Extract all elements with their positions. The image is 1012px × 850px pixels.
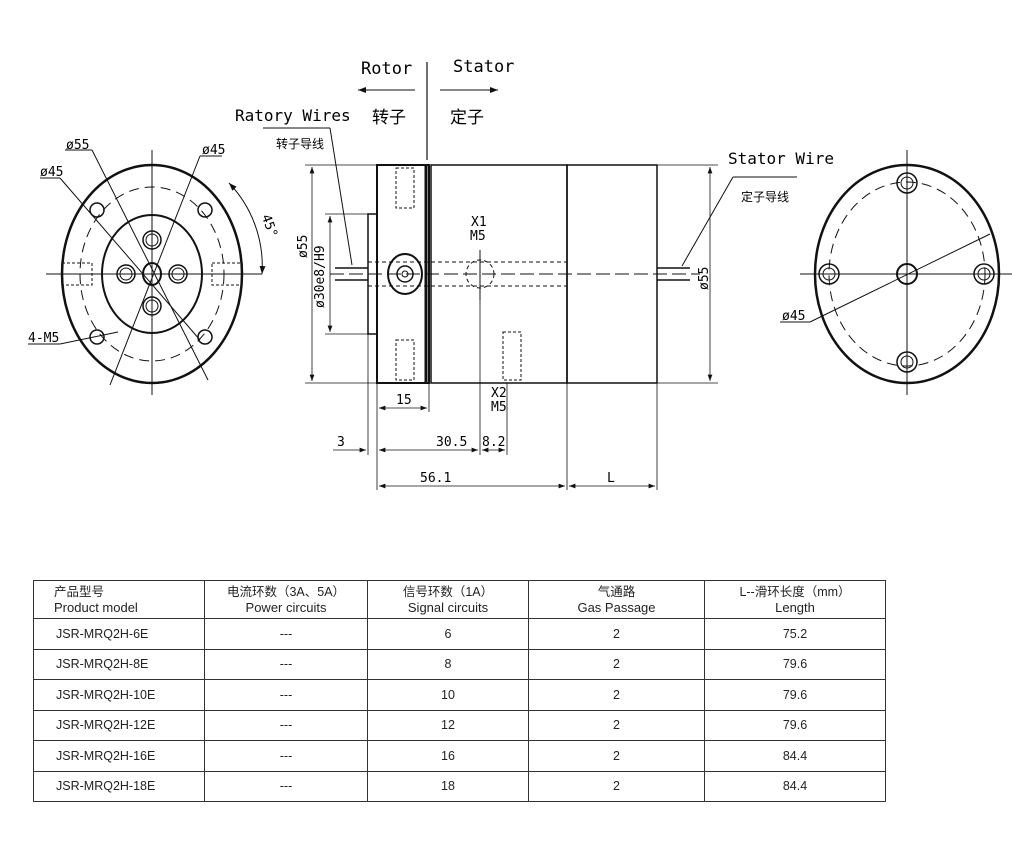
header-signal-circuits: 信号环数（1A） Signal circuits: [367, 580, 529, 619]
rotor-stator-header: Rotor Stator 转子 定子: [358, 57, 514, 160]
side-dia-55-right-label: ø55: [697, 267, 712, 290]
stator-wire-zh-label: 定子导线: [741, 189, 789, 204]
table-header-row: 产品型号 Product model 电流环数（3A、5A） Power cir…: [33, 580, 886, 619]
cell-signal: 6: [367, 618, 529, 650]
x1-thread-label: M5: [470, 229, 486, 244]
dim-30-5-label: 30.5: [436, 435, 467, 450]
cell-length: 79.6: [704, 679, 886, 711]
spec-table: 产品型号 Product model 电流环数（3A、5A） Power cir…: [33, 580, 886, 802]
dim-8-2-label: 8.2: [482, 435, 505, 450]
holes-label: 4-M5: [28, 331, 59, 346]
cell-length: 79.6: [704, 709, 886, 741]
stator-wire-label: Stator Wire: [728, 149, 834, 168]
header-length: L--滑环长度（mm） Length: [704, 580, 886, 619]
cell-signal: 8: [367, 648, 529, 680]
cell-model: JSR-MRQ2H-10E: [33, 679, 205, 711]
cell-model: JSR-MRQ2H-8E: [33, 648, 205, 680]
cell-gas: 2: [528, 740, 705, 772]
table-row: JSR-MRQ2H-10E --- 10 2 79.6: [33, 679, 886, 711]
angle-label: 45°: [258, 213, 280, 240]
rear-view: [780, 150, 1012, 395]
header-power-circuits: 电流环数（3A、5A） Power circuits: [204, 580, 368, 619]
cell-model: JSR-MRQ2H-6E: [33, 618, 205, 650]
cell-gas: 2: [528, 648, 705, 680]
cell-power: ---: [204, 618, 368, 650]
cell-model: JSR-MRQ2H-18E: [33, 770, 205, 802]
cell-gas: 2: [528, 679, 705, 711]
cell-signal: 12: [367, 709, 529, 741]
cell-gas: 2: [528, 618, 705, 650]
side-view: [305, 164, 718, 490]
table-row: JSR-MRQ2H-16E --- 16 2 84.4: [33, 740, 886, 772]
rotor-label: Rotor: [361, 59, 412, 79]
cell-power: ---: [204, 648, 368, 680]
rotor-zh-label: 转子: [372, 108, 406, 128]
table-row: JSR-MRQ2H-6E --- 6 2 75.2: [33, 618, 886, 650]
technical-drawing: Rotor Stator 转子 定子 Ratory Wires 转子导线 Sta…: [28, 57, 1012, 490]
dim-L-label: L: [607, 471, 615, 486]
table-row: JSR-MRQ2H-18E --- 18 2 84.4: [33, 770, 886, 802]
side-dia-55-left-label: ø55: [296, 235, 311, 258]
dim-15-label: 15: [396, 393, 412, 408]
cell-gas: 2: [528, 709, 705, 741]
rotary-wires-label: Ratory Wires: [235, 106, 351, 125]
cell-signal: 16: [367, 740, 529, 772]
cell-power: ---: [204, 770, 368, 802]
cell-power: ---: [204, 740, 368, 772]
front-view: [28, 149, 266, 395]
header-gas-passage: 气通路 Gas Passage: [528, 580, 705, 619]
rear-dia-45-label: ø45: [782, 309, 805, 324]
stator-label: Stator: [453, 57, 514, 77]
cell-length: 79.6: [704, 648, 886, 680]
cell-length: 75.2: [704, 618, 886, 650]
cell-model: JSR-MRQ2H-12E: [33, 709, 205, 741]
cell-length: 84.4: [704, 740, 886, 772]
table-row: JSR-MRQ2H-8E --- 8 2 79.6: [33, 648, 886, 680]
x1-label: X1: [471, 215, 487, 230]
stator-zh-label: 定子: [450, 108, 484, 128]
cell-power: ---: [204, 679, 368, 711]
rotary-wires-zh-label: 转子导线: [276, 136, 324, 151]
front-dia-55-label: ø55: [66, 138, 89, 153]
front-dia-45-left-label: ø45: [40, 165, 63, 180]
x2-label: X2: [491, 386, 507, 401]
header-product-model: 产品型号 Product model: [33, 580, 205, 619]
x2-thread-label: M5: [491, 400, 507, 415]
cell-power: ---: [204, 709, 368, 741]
cell-signal: 18: [367, 770, 529, 802]
cell-model: JSR-MRQ2H-16E: [33, 740, 205, 772]
front-dia-45-right-label: ø45: [202, 143, 225, 158]
cell-signal: 10: [367, 679, 529, 711]
side-dia-30-label: ø30e8/H9: [313, 245, 328, 308]
cell-length: 84.4: [704, 770, 886, 802]
table-row: JSR-MRQ2H-12E --- 12 2 79.6: [33, 709, 886, 741]
dim-56-1-label: 56.1: [420, 471, 451, 486]
cell-gas: 2: [528, 770, 705, 802]
dim-3-label: 3: [337, 435, 345, 450]
rotary-wires-callout: Ratory Wires 转子导线: [235, 106, 353, 266]
stator-wire-callout: Stator Wire 定子导线: [681, 149, 834, 267]
